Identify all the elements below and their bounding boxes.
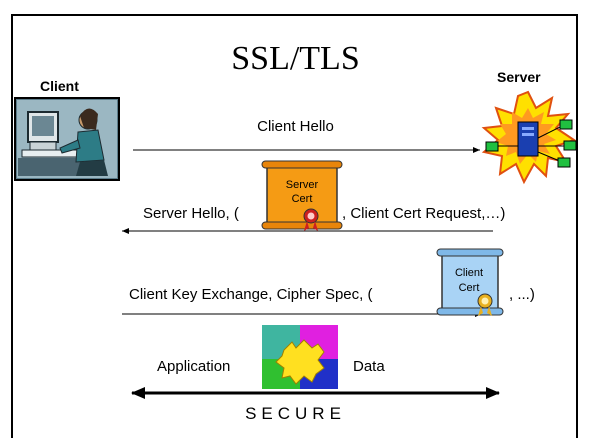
slide-frame bbox=[11, 14, 578, 438]
client-cert-request-label: , Client Cert Request,…) bbox=[342, 205, 506, 222]
client-cert-icon: Client Cert bbox=[436, 248, 504, 316]
secure-label: SECURE bbox=[245, 404, 346, 423]
server-cert-icon: Server Cert bbox=[261, 160, 343, 231]
client-cert-label: Client bbox=[455, 267, 483, 279]
server-label: Server bbox=[497, 69, 541, 85]
server-hello-label: Server Hello, ( bbox=[143, 205, 239, 222]
server-cert-label: Server bbox=[286, 179, 319, 191]
server-network-icon bbox=[481, 90, 577, 185]
key-exchange-label: Client Key Exchange, Cipher Spec, ( bbox=[129, 286, 373, 303]
slide-title: SSL/TLS bbox=[231, 40, 360, 77]
person-at-computer-icon bbox=[14, 97, 120, 181]
key-exchange-suffix-label: , ...) bbox=[509, 286, 535, 303]
client-hello-label: Client Hello bbox=[257, 118, 334, 135]
application-label: Application bbox=[157, 358, 231, 375]
client-label: Client bbox=[40, 78, 79, 94]
server-cert-label: Cert bbox=[292, 193, 313, 205]
puzzle-icon bbox=[262, 325, 338, 389]
client-cert-label: Cert bbox=[459, 282, 480, 294]
data-label: Data bbox=[353, 358, 385, 375]
